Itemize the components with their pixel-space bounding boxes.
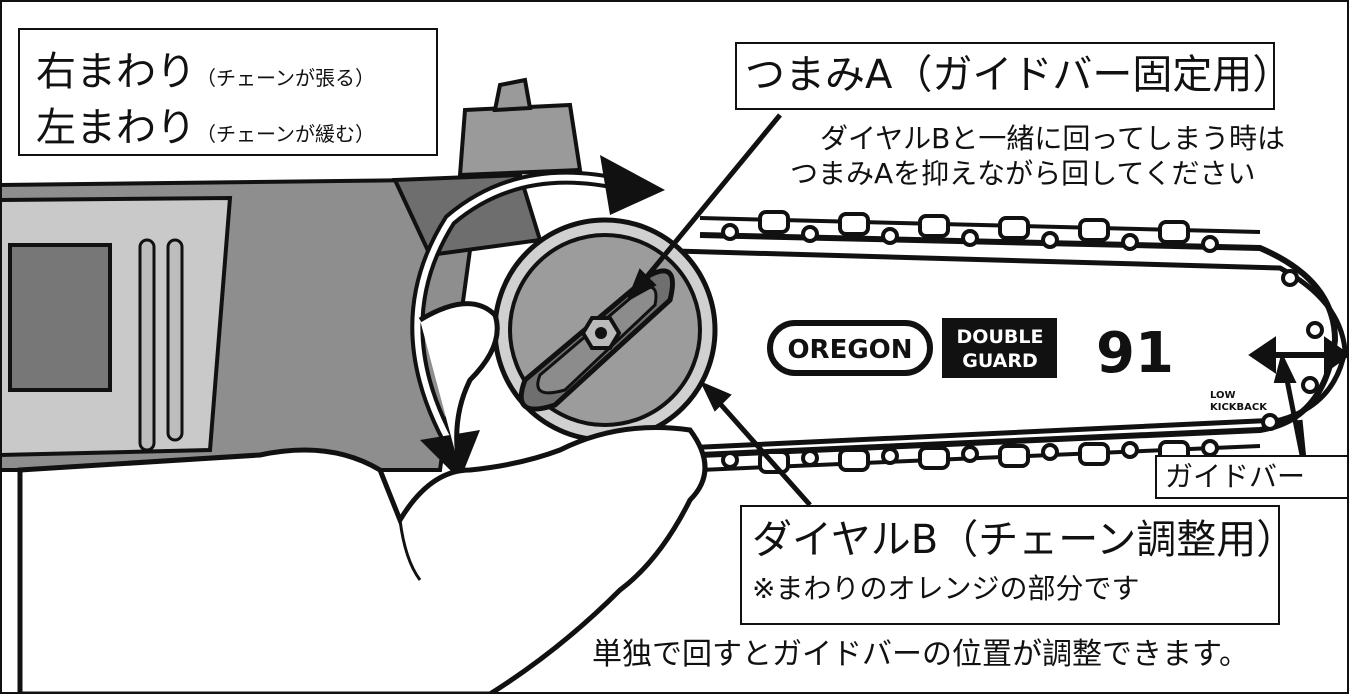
bar-slide-arrow xyxy=(1248,336,1349,374)
bar-printing: OREGON DOUBLE GUARD 91 LOW KICKBACK xyxy=(767,318,1268,413)
counterclockwise-label: 左まわり（チェーンが緩む） xyxy=(36,108,375,148)
clockwise-note: （チェーンが張る） xyxy=(196,66,375,90)
dial-b-note: ※まわりのオレンジの部分です xyxy=(752,572,1140,605)
model-number: 91 xyxy=(1096,321,1174,386)
kickback-text: KICKBACK xyxy=(1210,402,1268,413)
knob-a-title-box xyxy=(735,42,1275,110)
motor-housing xyxy=(0,172,543,472)
leader-lines xyxy=(626,113,1308,507)
counterclockwise-note: （チェーンが緩む） xyxy=(196,122,375,146)
guard-text: GUARD xyxy=(962,350,1038,372)
footer-note: 単独で回すとガイドバーの位置が調整できます。 xyxy=(592,637,1249,672)
hand xyxy=(17,301,708,694)
oregon-logo xyxy=(767,320,933,376)
counterclockwise-text: 左まわり xyxy=(36,105,196,151)
clockwise-label: 右まわり（チェーンが張る） xyxy=(36,52,375,92)
oil-cap xyxy=(457,77,583,178)
saw-chain xyxy=(699,210,1339,474)
knob-a-title: つまみA（ガイドバー固定用） xyxy=(745,52,1293,98)
guide-bar-label: ガイドバー xyxy=(1165,460,1306,493)
clockwise-text: 右まわり xyxy=(36,49,196,95)
vent-slots xyxy=(138,238,184,452)
rotation-arrow xyxy=(410,155,665,480)
guide-bar-label-box xyxy=(1155,455,1349,499)
oregon-text: OREGON xyxy=(787,335,912,365)
dial-b-title-box xyxy=(740,505,1280,625)
knob-a-note-line2: つまみAを抑えながら回してください xyxy=(790,157,1256,190)
double-guard-logo xyxy=(942,318,1057,378)
knob-a-note-line1: ダイヤルBと一緒に回ってしまう時は xyxy=(820,122,1285,155)
low-text: LOW xyxy=(1210,390,1236,401)
dial-b-title: ダイヤルB（チェーン調整用） xyxy=(752,517,1297,563)
rotation-direction-box xyxy=(18,28,438,156)
double-text: DOUBLE xyxy=(957,326,1044,348)
housing-window xyxy=(8,243,112,392)
